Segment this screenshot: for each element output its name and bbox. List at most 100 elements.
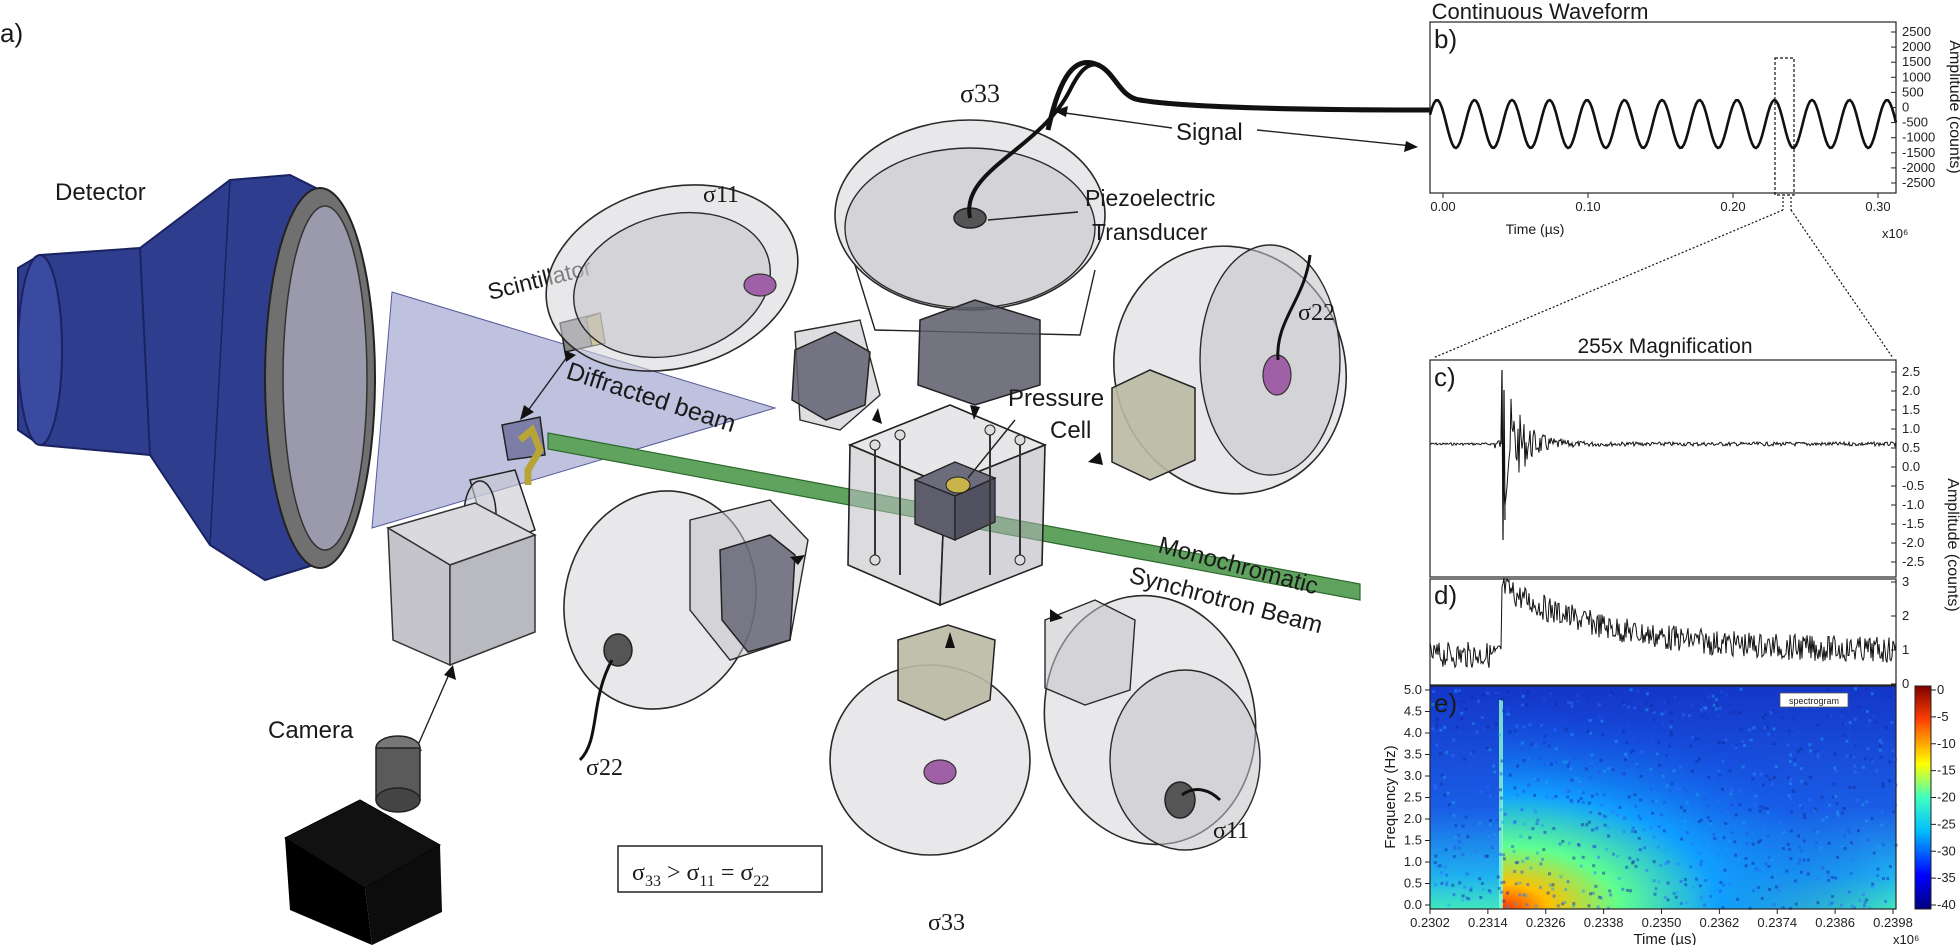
- spectrogram-speckle: [1518, 881, 1522, 885]
- spectrogram-speckle: [1514, 882, 1518, 886]
- spectrogram-speckle: [1690, 841, 1694, 845]
- spectrogram-speckle: [1434, 883, 1438, 887]
- panel-e-ylabel: Frequency (Hz): [1382, 745, 1399, 848]
- spectrogram-speckle: [1499, 808, 1503, 812]
- spectrogram-speckle: [1534, 904, 1538, 908]
- spectrogram-speckle: [1589, 764, 1593, 768]
- spectrogram-speckle: [1836, 855, 1840, 859]
- sigma11-bottom-label: σ11: [1213, 818, 1249, 844]
- spectrogram-speckle: [1628, 856, 1632, 860]
- spectrogram-speckle: [1734, 743, 1738, 747]
- spectrogram-speckle: [1739, 711, 1743, 714]
- spectrogram-speckle: [1543, 763, 1547, 767]
- spectrogram-speckle: [1738, 789, 1742, 793]
- spectrogram-speckle: [1716, 714, 1720, 718]
- spectrogram-speckle: [1663, 862, 1667, 866]
- spectrogram-speckle: [1768, 744, 1772, 748]
- spectrogram-speckle: [1564, 888, 1568, 891]
- spectrogram-speckle: [1676, 862, 1680, 866]
- spectrogram-speckle: [1728, 901, 1732, 905]
- spectrogram-speckle: [1551, 883, 1555, 887]
- y-tick-label: -2500: [1902, 175, 1935, 190]
- spectrogram-speckle: [1663, 701, 1667, 705]
- spectrogram-speckle: [1650, 820, 1654, 824]
- spectrogram-speckle: [1719, 881, 1723, 885]
- spectrogram-speckle: [1542, 848, 1546, 852]
- spectrogram-speckle: [1472, 788, 1476, 792]
- spectrogram-speckle: [1799, 767, 1803, 771]
- spectrogram-speckle: [1700, 708, 1704, 712]
- spectrogram-speckle: [1713, 836, 1717, 840]
- spectrogram-speckle: [1599, 759, 1603, 762]
- spectrogram-speckle: [1522, 725, 1526, 729]
- spectrogram-speckle: [1743, 824, 1747, 828]
- panel-e-colorbar: [1914, 685, 1932, 910]
- panel-e-onset-line: [1499, 700, 1503, 909]
- spectrogram-speckle: [1695, 760, 1699, 764]
- spectrogram-speckle: [1752, 726, 1756, 730]
- spectrogram-speckle: [1871, 882, 1875, 886]
- spectrogram-speckle: [1736, 797, 1740, 801]
- spectrogram-speckle: [1725, 848, 1729, 852]
- spectrogram-speckle: [1500, 881, 1503, 885]
- spectrogram-speckle: [1565, 760, 1569, 764]
- spectrogram-speckle: [1486, 746, 1489, 750]
- spectrogram-speckle: [1734, 813, 1738, 817]
- spectrogram-speckle: [1858, 898, 1862, 902]
- x-tick-label: 0.2362: [1699, 915, 1739, 930]
- spectrogram-speckle: [1567, 761, 1571, 765]
- spectrogram-speckle: [1461, 894, 1465, 898]
- spectrogram-speckle: [1572, 756, 1576, 760]
- spectrogram-speckle: [1531, 827, 1535, 831]
- spectrogram-speckle: [1796, 749, 1800, 753]
- panel-d-frame: [1429, 578, 1897, 686]
- spectrogram-speckle: [1629, 889, 1633, 893]
- spectrogram-speckle: [1602, 793, 1606, 797]
- spectrogram-speckle: [1470, 695, 1474, 699]
- spectrogram-speckle: [1454, 687, 1458, 691]
- y-tick-label: 3.0: [1404, 768, 1422, 783]
- spectrogram-speckle: [1691, 885, 1695, 889]
- spectrogram-speckle: [1881, 810, 1884, 814]
- spectrogram-speckle: [1865, 687, 1869, 690]
- spectrogram-speckle: [1782, 847, 1785, 850]
- spectrogram-speckle: [1582, 751, 1586, 754]
- spectrogram-speckle: [1870, 757, 1873, 761]
- spectrogram-speckle: [1631, 826, 1635, 830]
- spectrogram-speckle: [1445, 750, 1449, 754]
- spectrogram-speckle: [1606, 826, 1610, 830]
- spectrogram-speckle: [1542, 741, 1546, 745]
- panel-e-xlabel: Time (µs): [1633, 931, 1696, 945]
- spectrogram-speckle: [1549, 692, 1553, 696]
- y-tick-label: -1000: [1902, 130, 1935, 145]
- spectrogram-speckle: [1722, 883, 1726, 887]
- spectrogram-speckle: [1886, 877, 1890, 881]
- spectrogram-speckle: [1529, 742, 1533, 746]
- spectrogram-speckle: [1834, 876, 1838, 880]
- spectrogram-speckle: [1730, 762, 1734, 766]
- spectrogram-speckle: [1603, 769, 1606, 773]
- spectrogram-speckle: [1642, 828, 1646, 832]
- spectrogram-speckle: [1678, 702, 1682, 706]
- spectrogram-speckle: [1729, 792, 1733, 796]
- spectrogram-speckle: [1829, 714, 1833, 718]
- spectrogram-speckle: [1602, 814, 1606, 818]
- panel-d-envelope: [1429, 577, 1897, 669]
- sigma33-bottom-label: σ33: [928, 910, 965, 936]
- spectrogram-speckle: [1506, 707, 1510, 711]
- spectrogram-speckle: [1738, 851, 1742, 855]
- spectrogram-speckle: [1660, 712, 1664, 716]
- spectrogram-speckle: [1866, 747, 1870, 750]
- spectrogram-speckle: [1521, 859, 1525, 863]
- spectrogram-speckle: [1709, 894, 1713, 898]
- spectrogram-speckle: [1508, 784, 1511, 788]
- spectrogram-speckle: [1670, 720, 1674, 723]
- spectrogram-speckle: [1799, 804, 1803, 808]
- spectrogram-speckle: [1540, 824, 1544, 828]
- spectrogram-speckle: [1815, 830, 1819, 834]
- spectrogram-speckle: [1786, 842, 1790, 846]
- spectrogram-speckle: [1502, 853, 1505, 857]
- spectrogram-speckle: [1433, 783, 1437, 787]
- spectrogram-speckle: [1587, 820, 1591, 824]
- spectrogram-speckle: [1878, 744, 1882, 748]
